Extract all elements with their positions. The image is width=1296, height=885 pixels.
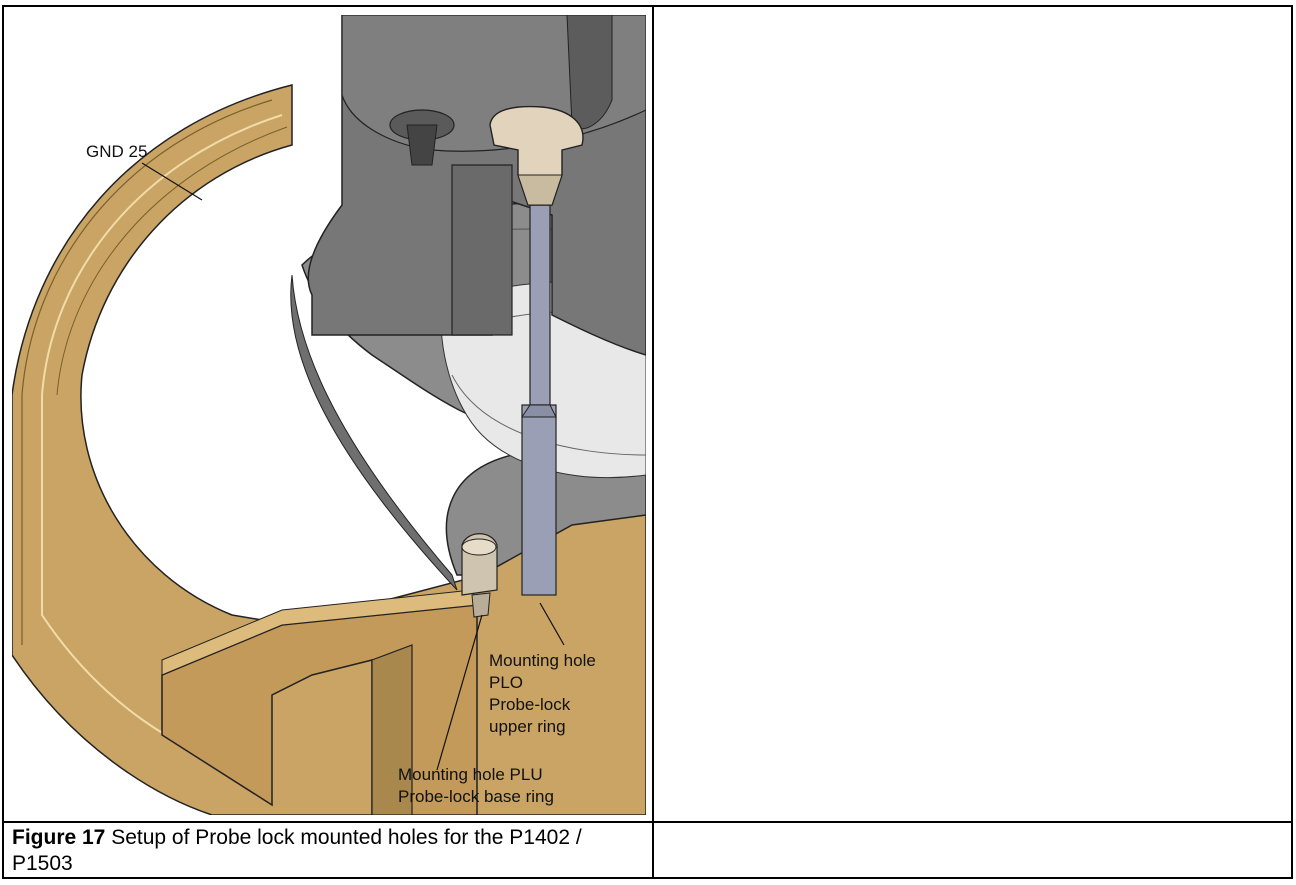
plo-leader-line bbox=[539, 602, 565, 646]
plo-label-line-1: Mounting hole bbox=[489, 651, 596, 670]
probe-pin-upper bbox=[529, 204, 551, 406]
probe-cap-neck bbox=[517, 174, 563, 206]
caption-text: Setup of Probe lock mounted holes for th… bbox=[12, 826, 582, 875]
brass-rim-line-3 bbox=[56, 126, 288, 396]
brass-slot bbox=[371, 644, 413, 815]
plo-label-line-3: Probe-lock bbox=[489, 695, 571, 714]
empty-right-cell-top bbox=[656, 9, 1291, 817]
gnd-leader-line bbox=[141, 162, 203, 201]
figure-caption: Figure 17 Setup of Probe lock mounted ho… bbox=[12, 825, 646, 877]
grey-upper-ring-front bbox=[451, 164, 513, 336]
plu-screw-shaft bbox=[471, 592, 491, 618]
grey-base-ring-edge bbox=[290, 274, 458, 591]
plu-screw-head bbox=[461, 538, 497, 556]
plo-label-line-2: PLO bbox=[489, 673, 523, 692]
probe-pin-taper bbox=[521, 404, 557, 418]
plu-label-line-2: Probe-lock base ring bbox=[398, 787, 554, 806]
brass-rim-line-1 bbox=[21, 99, 273, 645]
figure-cell: GND 25 Mounting hole PLO Probe-lock uppe… bbox=[12, 15, 646, 815]
plo-label-line-4: upper ring bbox=[489, 717, 566, 736]
plu-leader-line bbox=[436, 614, 483, 771]
row-divider bbox=[4, 821, 1291, 823]
empty-right-cell-bottom bbox=[656, 825, 1291, 877]
upper-ring-hole-shaft bbox=[406, 124, 438, 166]
column-divider bbox=[652, 7, 654, 877]
probe-pin-lower bbox=[521, 404, 557, 596]
caption-cell: Figure 17 Setup of Probe lock mounted ho… bbox=[12, 825, 646, 885]
probe-lock-figure: GND 25 Mounting hole PLO Probe-lock uppe… bbox=[12, 15, 646, 815]
grey-upper-groove bbox=[566, 15, 613, 130]
caption-label: Figure 17 bbox=[12, 826, 106, 849]
plu-label-line-1: Mounting hole PLU bbox=[398, 765, 543, 784]
gnd-label: GND 25 bbox=[86, 142, 147, 161]
layout-table: GND 25 Mounting hole PLO Probe-lock uppe… bbox=[2, 5, 1293, 879]
